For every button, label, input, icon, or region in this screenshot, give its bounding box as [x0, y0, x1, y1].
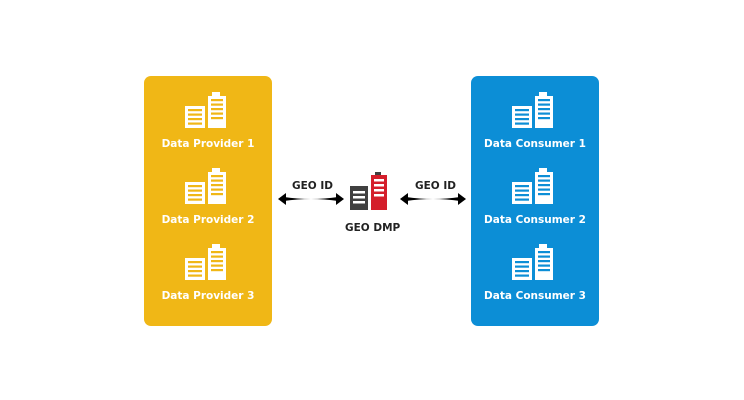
provider-node-2: Data Provider 2	[144, 168, 272, 244]
consumer-label: Data Consumer 1	[484, 138, 586, 150]
left-link-label: GEO ID	[292, 180, 333, 192]
server-icon	[512, 244, 553, 280]
right-link-label: GEO ID	[415, 180, 456, 192]
provider-panel: Data Provider 1 Data Provider 2 Data Pro…	[144, 76, 272, 326]
server-icon	[512, 92, 553, 128]
consumer-node-1: Data Consumer 1	[471, 92, 599, 168]
double-arrow-icon	[400, 193, 466, 205]
provider-label: Data Provider 3	[161, 290, 255, 302]
consumer-node-2: Data Consumer 2	[471, 168, 599, 244]
server-icon	[512, 168, 553, 204]
consumer-label: Data Consumer 3	[484, 290, 586, 302]
dmp-server-icon	[350, 172, 387, 210]
server-icon	[185, 244, 226, 280]
consumer-node-3: Data Consumer 3	[471, 244, 599, 320]
server-icon	[185, 168, 226, 204]
consumer-panel: Data Consumer 1 Data Consumer 2 Data Con…	[471, 76, 599, 326]
center-label: GEO DMP	[345, 222, 401, 234]
double-arrow-icon	[278, 193, 344, 205]
provider-node-1: Data Provider 1	[144, 92, 272, 168]
provider-label: Data Provider 1	[161, 138, 255, 150]
provider-label: Data Provider 2	[161, 214, 255, 226]
consumer-label: Data Consumer 2	[484, 214, 586, 226]
provider-node-3: Data Provider 3	[144, 244, 272, 320]
server-icon	[185, 92, 226, 128]
